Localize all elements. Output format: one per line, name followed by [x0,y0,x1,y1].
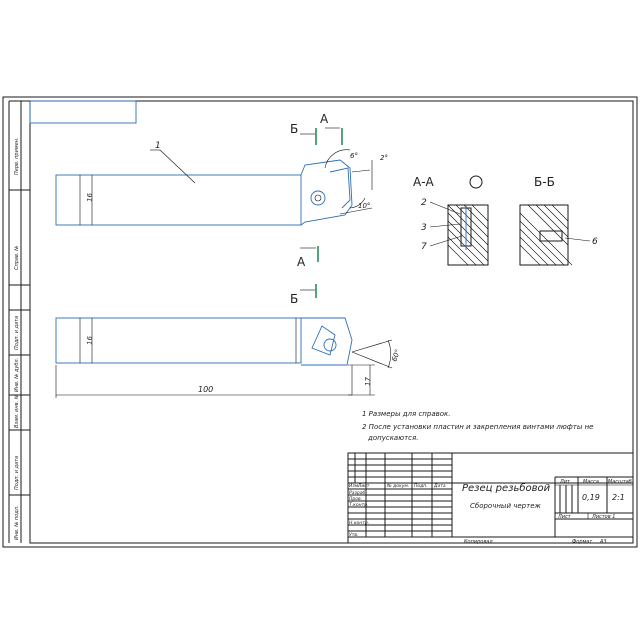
front-view [55,317,393,398]
callout-1: 1 [155,141,161,151]
tb-sheet-label: Лист [557,514,572,520]
tb-title-subtitle: Сборочный чертеж [470,502,541,510]
dim-length: 100 [198,385,213,394]
tb-col-izm: Изм. [349,483,360,489]
sidebar-label-3: Подп. и дата [14,316,20,350]
note-2: 2 После установки пластин и закрепления … [362,423,593,431]
tb-col-date: Дата [433,483,446,489]
note-1: 1 Размеры для справок. [362,410,450,418]
tb-scale-header: Масштаб [608,479,632,485]
inner-frame [29,100,634,544]
left-sidebar: Перв. примен. Справ. № Подп. и дата Инв.… [8,100,30,543]
tb-format: Формат [572,539,593,545]
tb-mass-header: Масса [583,479,599,485]
section-bb-title: Б-Б [534,175,555,189]
dim-height-bottom: 16 [86,336,94,345]
title-block [347,452,634,544]
tb-sheets-label: Листов 1 [591,514,615,520]
sidebar-label-1: Перв. примен. [14,137,20,175]
callout-7: 7 [421,242,427,252]
tb-col-list: Лист [357,483,370,489]
section-bb [519,204,591,266]
sidebar-label-5: Взам. инв. № [14,394,20,428]
tb-copied: Копировал [464,539,493,545]
dim-relief-angle: 10° [358,202,370,210]
top-view [55,149,373,226]
dim-nose-height: 17 [364,377,372,386]
tb-mass-value: 0,19 [582,493,600,502]
tb-col-doc: № докум. [386,483,409,489]
dim-height-top: 16 [86,193,94,202]
dim-edge-angle: 2° [380,154,388,162]
section-mark-b-bottom: Б [290,292,298,306]
outer-frame [2,96,638,548]
tb-role-checker: Пров. [349,496,362,502]
section-marks [300,127,343,298]
callout-3: 3 [421,223,427,233]
sidebar-label-7: Инв. № подл. [14,506,20,541]
tb-role-tcontrol: Т.контр. [349,502,369,508]
section-aa-title: А-А [413,175,435,189]
rotation-sign-icon [469,175,483,189]
sidebar-label-4: Инв. № дубл. [14,358,20,392]
tb-format-value: А3 [599,539,607,545]
note-2-cont: допускаются. [367,434,418,442]
section-mark-a-top: А [320,112,329,126]
section-mark-a-bottom: А [297,255,306,269]
tb-role-approver: Утв. [349,532,358,538]
dim-thread-angle: 60° [390,348,402,362]
tb-title-name: Резец резьбовой [462,482,551,494]
callout-6: 6 [592,237,598,247]
sidebar-label-6: Подп. и дата [14,456,20,490]
section-mark-b-top: Б [290,122,298,136]
sidebar-label-2: Справ. № [14,246,20,270]
dim-rake-angle: 6° [350,152,358,160]
tb-role-ncontrol: Н.контр. [349,520,369,526]
tb-col-sign: Подп. [414,483,428,489]
callout-2: 2 [421,198,427,208]
section-aa [429,201,489,266]
tb-scale-value: 2:1 [612,493,625,502]
tb-lit-header: Лит. [559,479,572,485]
tb-role-developer: Разраб. [349,490,367,496]
top-left-stamp [29,100,137,124]
